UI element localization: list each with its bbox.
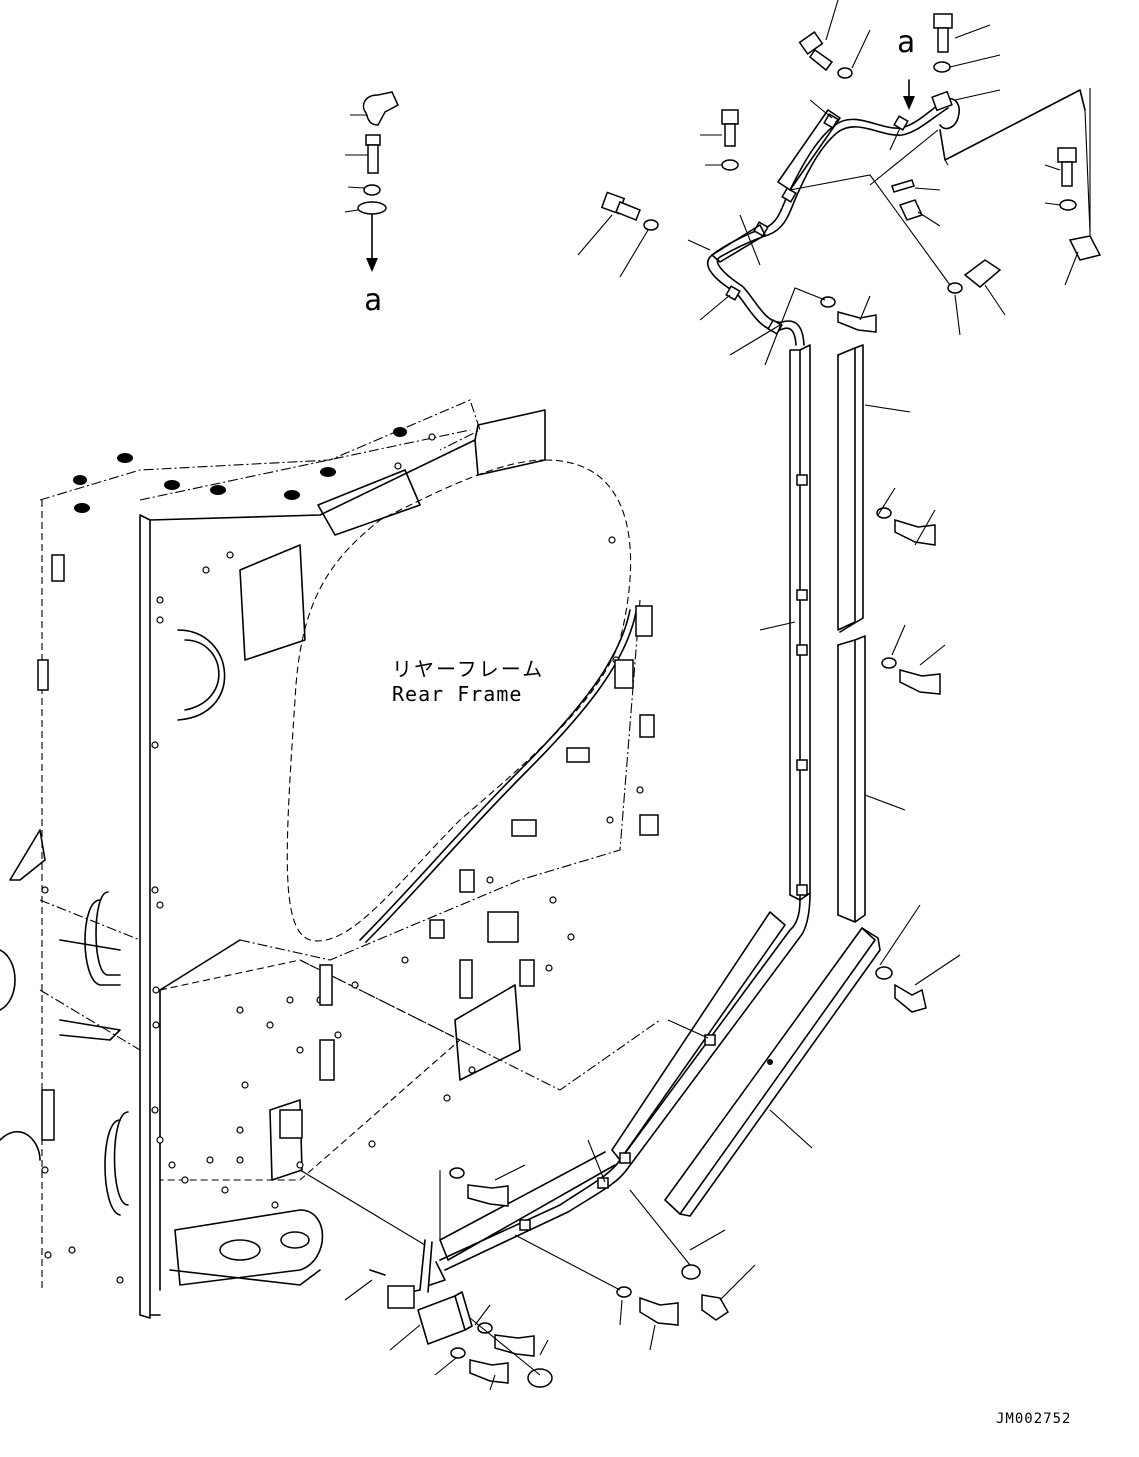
harness-upper [706, 89, 1086, 346]
frame-bolt-heads [41, 433, 644, 1284]
reference-marker-a-left: a [364, 283, 383, 318]
leader-lines [299, 0, 1091, 1391]
frame-top-holes [73, 427, 407, 513]
frame-label-english: Rear Frame [392, 682, 523, 706]
fasteners [357, 13, 1102, 1388]
drawing-number: JM002752 [996, 1411, 1072, 1427]
reference-marker-a-right: a [897, 25, 916, 60]
rear-frame [0, 399, 661, 1319]
frame-label-japanese: リヤーフレーム [392, 657, 545, 681]
frame-lugs [37, 554, 659, 1141]
harness-lower [369, 892, 881, 1345]
harness-vertical [789, 344, 866, 923]
